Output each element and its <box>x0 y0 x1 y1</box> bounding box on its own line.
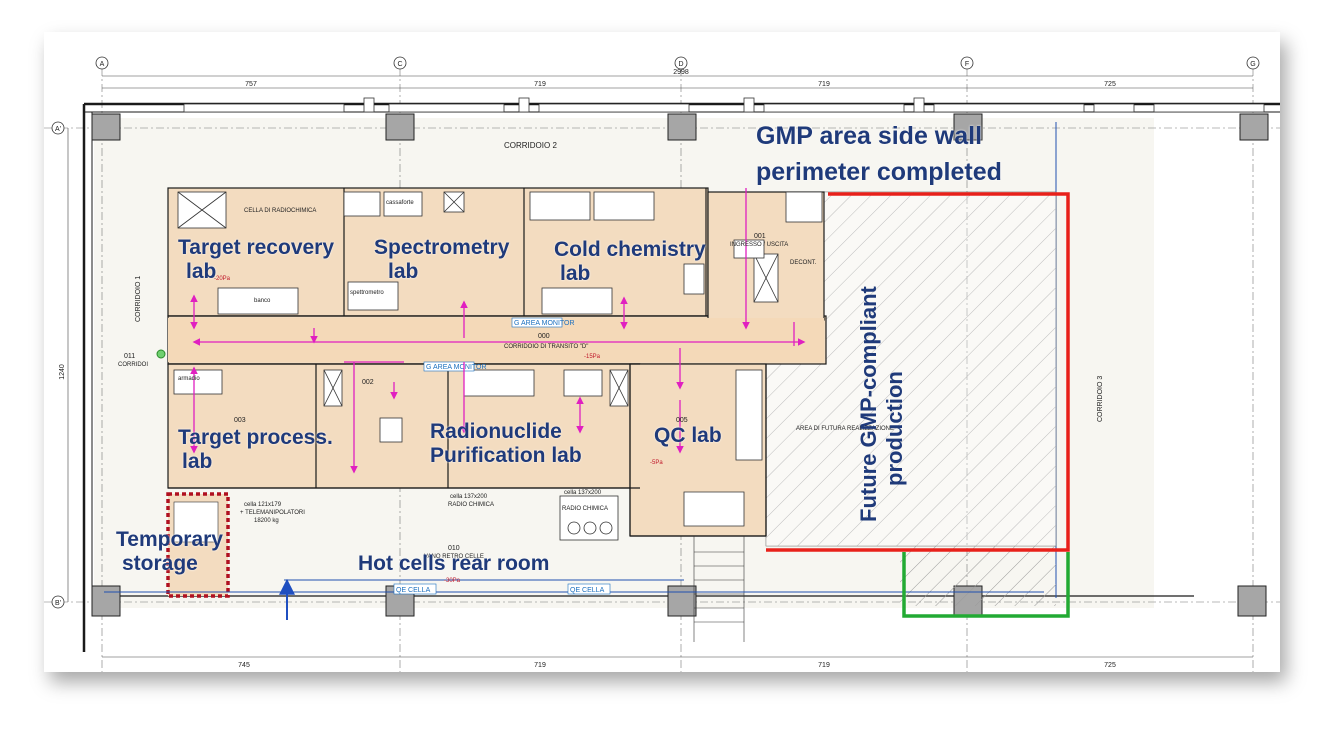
annotation-radionuclide-line2: Purification lab <box>430 444 582 467</box>
dim-bottom-3: 719 <box>818 662 830 669</box>
label-area-futura: AREA DI FUTURA REALIZZAZIONE <box>796 426 894 432</box>
annotation-spectrometry-line2: lab <box>388 260 419 283</box>
annotation-future-gmp-line1: Future GMP-compliant <box>856 286 881 522</box>
label-corridoi: CORRIDOI <box>118 362 148 368</box>
label-corridoio-3: CORRIDOIO 3 <box>1097 376 1104 422</box>
annotation-target-recovery-line1: Target recovery <box>178 236 335 259</box>
annotation-radionuclide: Radionuclide Purification lab <box>430 420 582 468</box>
gmp-perimeter-green <box>902 552 1070 618</box>
annotation-cold-chemistry-line2: lab <box>560 262 591 285</box>
label-armadio: armadio <box>178 376 200 382</box>
label-vano-retro-celle: VANO RETRO CELLE <box>424 554 484 560</box>
dim-top-2: 719 <box>534 81 546 88</box>
label-cella-2b: RADIO CHIMICA <box>448 502 494 508</box>
annotation-gmp-wall-line1: GMP area side wall <box>756 122 983 150</box>
grid-marker-a: A <box>100 61 105 68</box>
annotation-hot-cells-rear: Hot cells rear room <box>358 552 550 575</box>
label-room-010: 010 <box>448 545 460 552</box>
label-cella-3b: RADIO CHIMICA <box>562 506 608 512</box>
annotation-spectrometry: Spectrometry lab <box>374 236 509 284</box>
label-room-005: 005 <box>676 417 688 424</box>
g-area-monitor-2: G AREA MONITOR <box>426 364 487 371</box>
label-pressure-30: -30Pa <box>444 578 461 584</box>
grid-marker-b-prime: B' <box>55 600 61 607</box>
annotation-target-recovery: Target recovery lab <box>178 236 334 284</box>
label-pressure-15: -15Pa <box>584 354 601 360</box>
gmp-perimeter-red <box>766 192 1070 552</box>
label-cella-1c: 18200 kg <box>254 518 279 524</box>
label-cella-2: cella 137x200 <box>450 494 488 500</box>
grid-marker-f: F <box>965 61 969 68</box>
label-cella-1b: + TELEMANIPOLATORI <box>240 510 305 516</box>
label-room-001: 001 <box>754 233 766 240</box>
annotation-spectrometry-line1: Spectrometry <box>374 236 510 259</box>
label-corridoio-2: CORRIDOIO 2 <box>504 141 557 150</box>
transit-corridor <box>168 318 824 362</box>
dim-bottom-4: 725 <box>1104 662 1116 669</box>
dimension-lines <box>67 75 1253 658</box>
annotation-target-process-line1: Target process. <box>178 426 333 449</box>
grid-marker-a-prime: A' <box>55 126 61 133</box>
annotation-future-gmp: Future GMP-compliant production <box>856 286 908 522</box>
label-ingresso-uscita: INGRESSO / USCITA <box>730 242 788 248</box>
hot-cells <box>559 495 619 541</box>
green-marker <box>156 349 166 359</box>
grid-markers <box>51 56 1260 609</box>
label-cella-1: cella 121x179 <box>244 502 282 508</box>
grid-marker-g: G <box>1250 61 1255 68</box>
label-cella-3: cella 137x200 <box>564 490 602 496</box>
grid-marker-c: C <box>397 61 402 68</box>
dim-top-1: 757 <box>245 81 257 88</box>
annotation-cold-chemistry: Cold chemistry lab <box>554 238 706 286</box>
label-cassaforte: cassaforte <box>386 200 414 206</box>
annotation-target-process: Target process. lab <box>178 426 333 474</box>
grid-marker-d: D <box>678 61 683 68</box>
label-corridoio-transito: CORRIDOIO DI TRANSITO "D" <box>504 344 588 350</box>
dim-bottom-2: 719 <box>534 662 546 669</box>
label-room-002: 002 <box>362 379 374 386</box>
annotation-target-recovery-line2: lab <box>186 260 217 283</box>
dim-total: 2998 <box>673 69 689 76</box>
label-room-000: 000 <box>538 333 550 340</box>
g-area-monitor-1: G AREA MONITOR <box>514 320 575 327</box>
interior-walls <box>168 188 767 537</box>
furniture <box>173 191 823 527</box>
dim-left-1: 1240 <box>59 364 66 380</box>
qe-cella-label-2: QE CELLA <box>570 587 605 594</box>
airflow-arrows <box>190 188 806 474</box>
annotation-temporary-storage-line2: storage <box>122 552 198 575</box>
label-pressure-5: -5Pa <box>650 460 663 466</box>
annotation-qc-lab: QC lab <box>654 424 722 447</box>
label-room-003: 003 <box>234 417 246 424</box>
label-pressure-20: -20Pa <box>214 276 231 282</box>
label-corridoio-1: CORRIDOIO 1 <box>135 276 142 322</box>
label-cella-radiochimica: CELLA DI RADIOCHIMICA <box>244 208 316 214</box>
label-decont: DECONT. <box>790 260 817 266</box>
annotation-target-process-line2: lab <box>182 450 213 473</box>
annotation-radionuclide-line1: Radionuclide <box>430 420 562 443</box>
label-spettrometro: spettrometro <box>350 290 384 296</box>
annotation-temporary-storage: Temporary storage <box>116 528 223 576</box>
dim-top-3: 719 <box>818 81 830 88</box>
label-room-011: 011 <box>124 353 135 360</box>
dim-top-4: 725 <box>1104 81 1116 88</box>
windows-top <box>183 97 1265 113</box>
annotation-future-gmp-line2: production <box>882 371 907 486</box>
floor-plan-sheet: A C D F G A' B' 2998 757 719 719 725 745… <box>44 32 1280 672</box>
dim-bottom-1: 745 <box>238 662 250 669</box>
future-area-hatch <box>765 191 1057 547</box>
qe-cella-label-1: QE CELLA <box>396 587 431 594</box>
annotation-gmp-wall-line2: perimeter completed <box>756 158 1002 186</box>
floor-plan-drawing: A C D F G A' B' 2998 757 719 719 725 745… <box>44 56 1280 672</box>
stairs <box>693 536 745 642</box>
annotation-gmp-wall: GMP area side wall perimeter completed <box>756 118 1002 190</box>
label-banco: banco <box>254 298 271 304</box>
annotation-cold-chemistry-line1: Cold chemistry <box>554 238 706 261</box>
annotation-temporary-storage-line1: Temporary <box>116 528 223 551</box>
